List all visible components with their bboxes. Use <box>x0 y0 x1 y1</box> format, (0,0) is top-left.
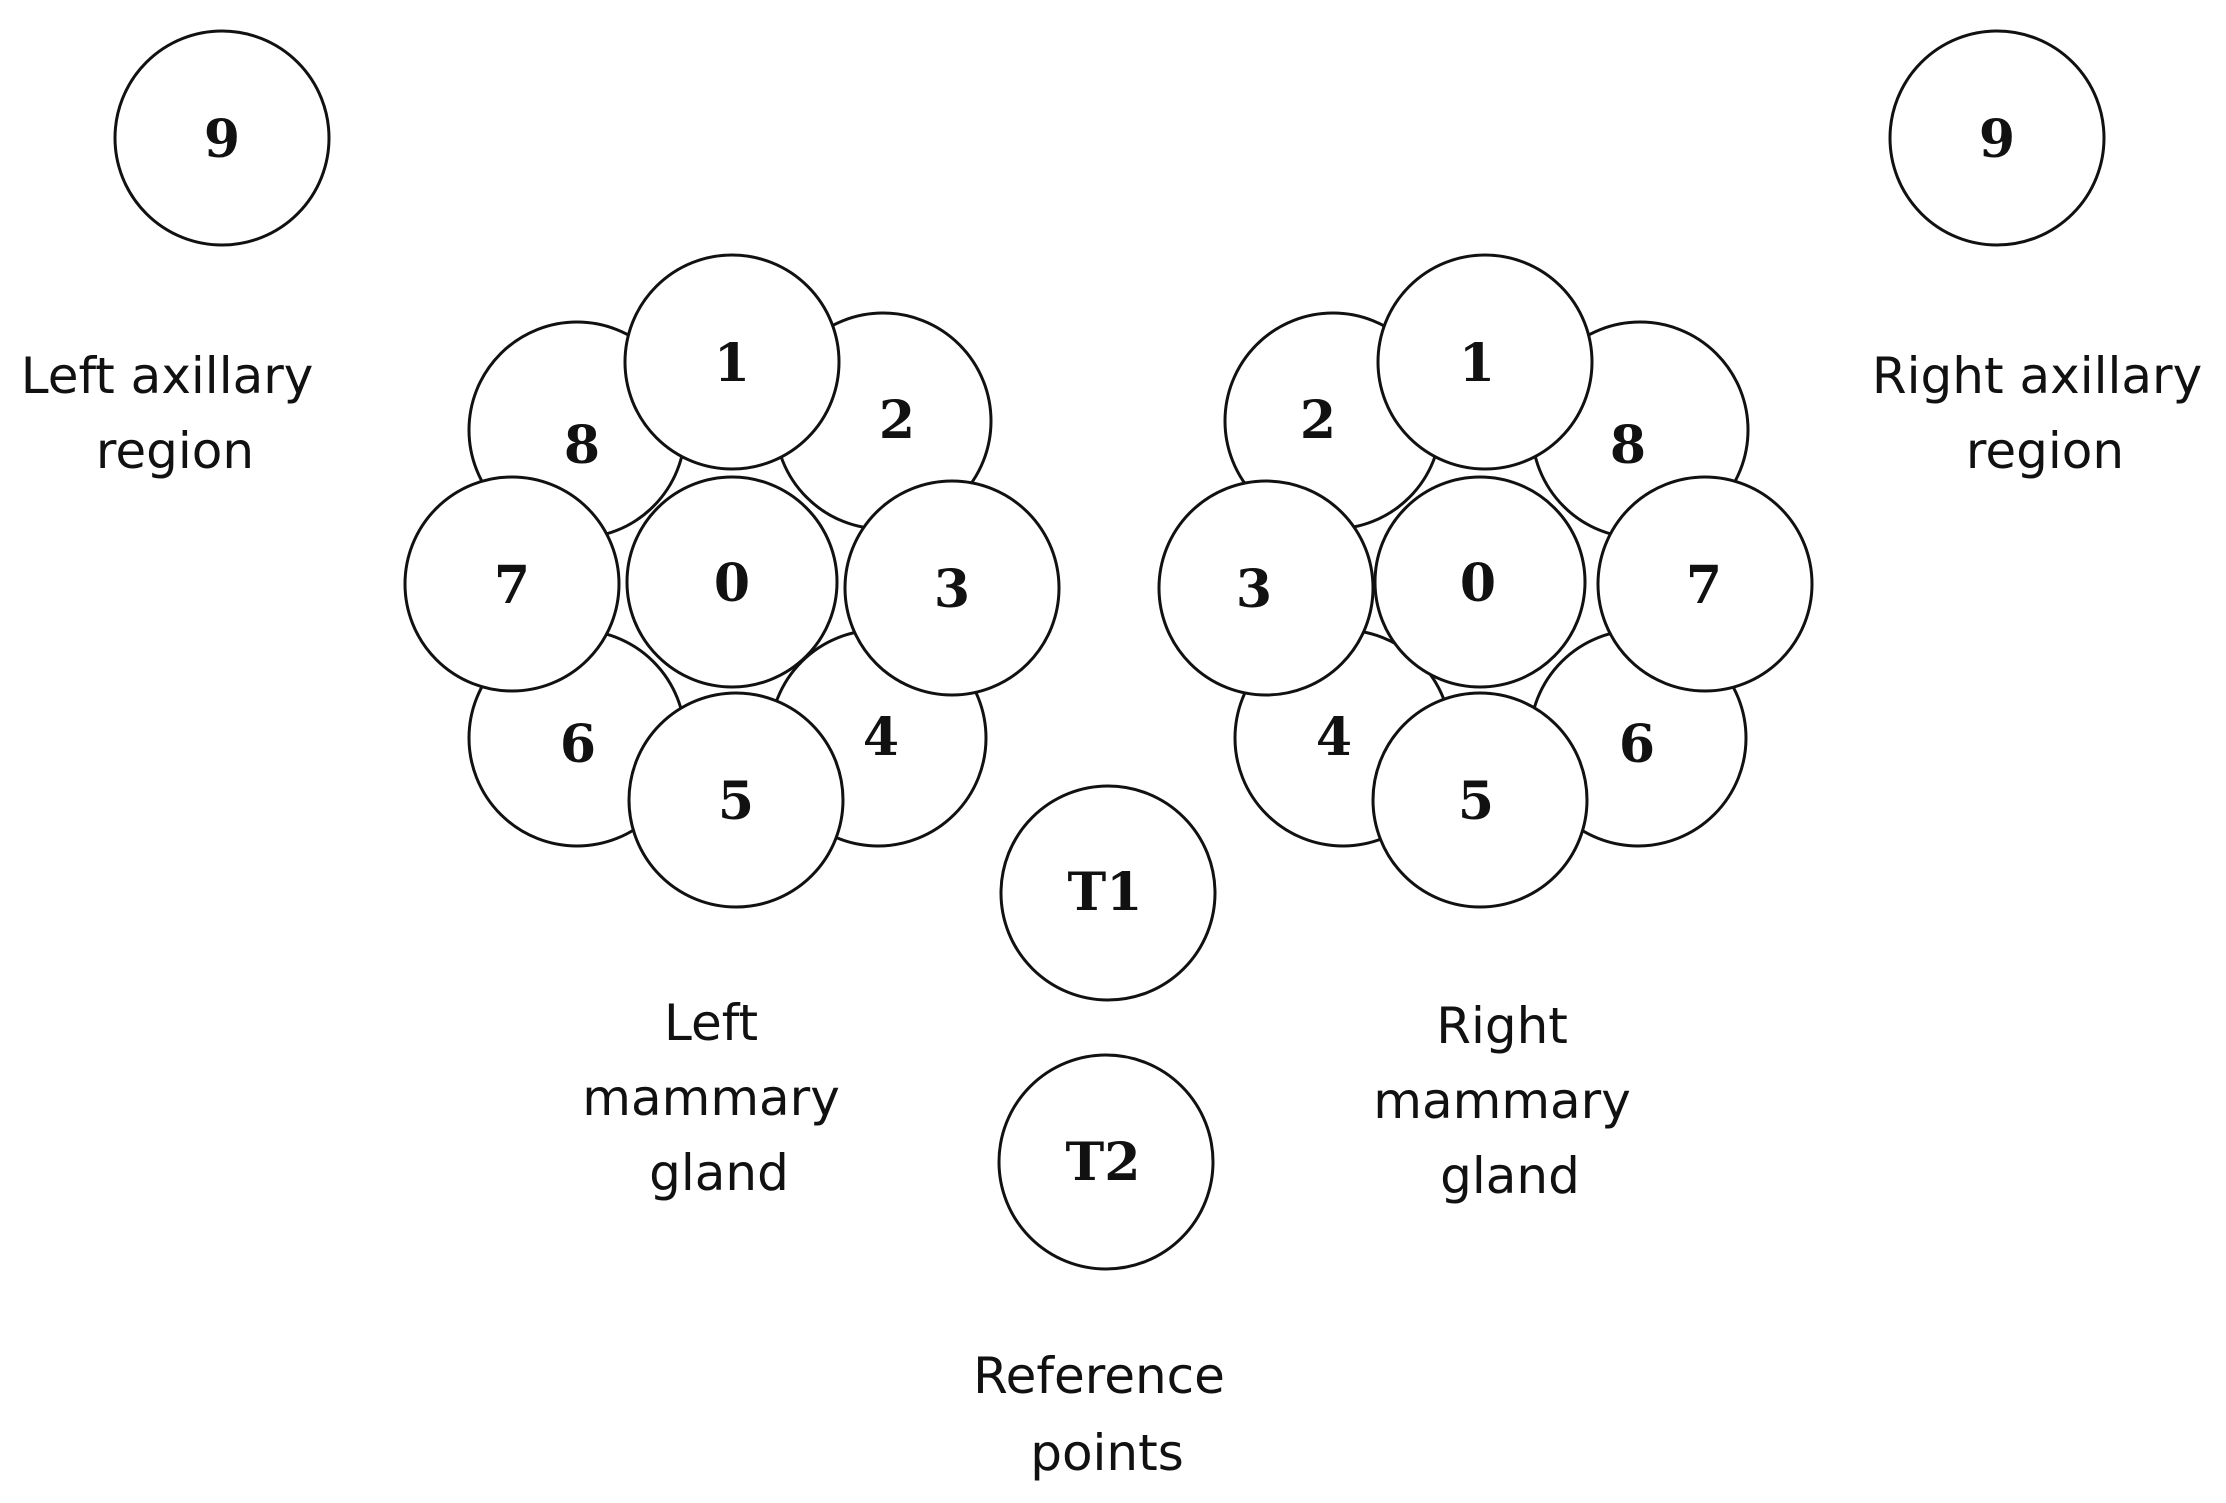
right-gland-point-7: 7 <box>1596 475 1814 693</box>
svg-text:8: 8 <box>564 415 600 476</box>
svg-text:5: 5 <box>718 771 754 832</box>
left-gland-label: Left mammary gland <box>582 994 855 1202</box>
left-gland-point-1: 1 <box>623 253 841 471</box>
reference-label: Reference points <box>973 1347 1241 1482</box>
left-axillary-label: Left axillary region <box>21 347 330 480</box>
svg-text:7: 7 <box>1686 555 1722 616</box>
svg-text:0: 0 <box>1460 553 1496 614</box>
svg-text:3: 3 <box>934 559 970 620</box>
reference-point-t1: T1 <box>999 784 1217 1002</box>
svg-text:4: 4 <box>1316 707 1352 768</box>
right-gland-point-5: 5 <box>1371 691 1589 909</box>
svg-text:6: 6 <box>1619 714 1655 775</box>
reference-point-t2: T2 <box>997 1053 1215 1271</box>
svg-text:7: 7 <box>494 555 530 616</box>
svg-text:9: 9 <box>204 109 240 170</box>
right-axillary-label: Right axillary region <box>1872 347 2218 480</box>
left-axillary-point-9: 9 <box>113 29 331 247</box>
svg-text:5: 5 <box>1458 771 1494 832</box>
svg-text:0: 0 <box>714 553 750 614</box>
right-gland-label: Right mammary gland <box>1373 997 1646 1205</box>
svg-text:3: 3 <box>1236 559 1272 620</box>
right-gland-point-1: 1 <box>1376 253 1594 471</box>
right-axillary-point-9: 9 <box>1888 29 2106 247</box>
svg-text:2: 2 <box>879 390 915 451</box>
right-gland-point-3: 3 <box>1157 479 1375 697</box>
svg-text:8: 8 <box>1610 415 1646 476</box>
left-gland-point-3: 3 <box>843 479 1061 697</box>
left-gland-point-7: 7 <box>403 475 621 693</box>
svg-text:4: 4 <box>863 707 899 768</box>
svg-text:1: 1 <box>714 333 750 394</box>
svg-text:9: 9 <box>1979 109 2015 170</box>
svg-text:1: 1 <box>1459 333 1495 394</box>
left-gland-point-0: 0 <box>625 475 839 689</box>
svg-text:T2: T2 <box>1066 1132 1141 1193</box>
left-gland-cluster: 8 2 6 4 1 7 3 5 <box>403 253 1061 909</box>
left-gland-point-5: 5 <box>627 691 845 909</box>
svg-text:T1: T1 <box>1068 862 1143 923</box>
right-gland-point-0: 0 <box>1373 475 1587 689</box>
right-gland-cluster: 2 8 4 6 1 3 7 5 <box>1157 253 1814 909</box>
svg-text:2: 2 <box>1300 390 1336 451</box>
svg-text:6: 6 <box>560 714 596 775</box>
